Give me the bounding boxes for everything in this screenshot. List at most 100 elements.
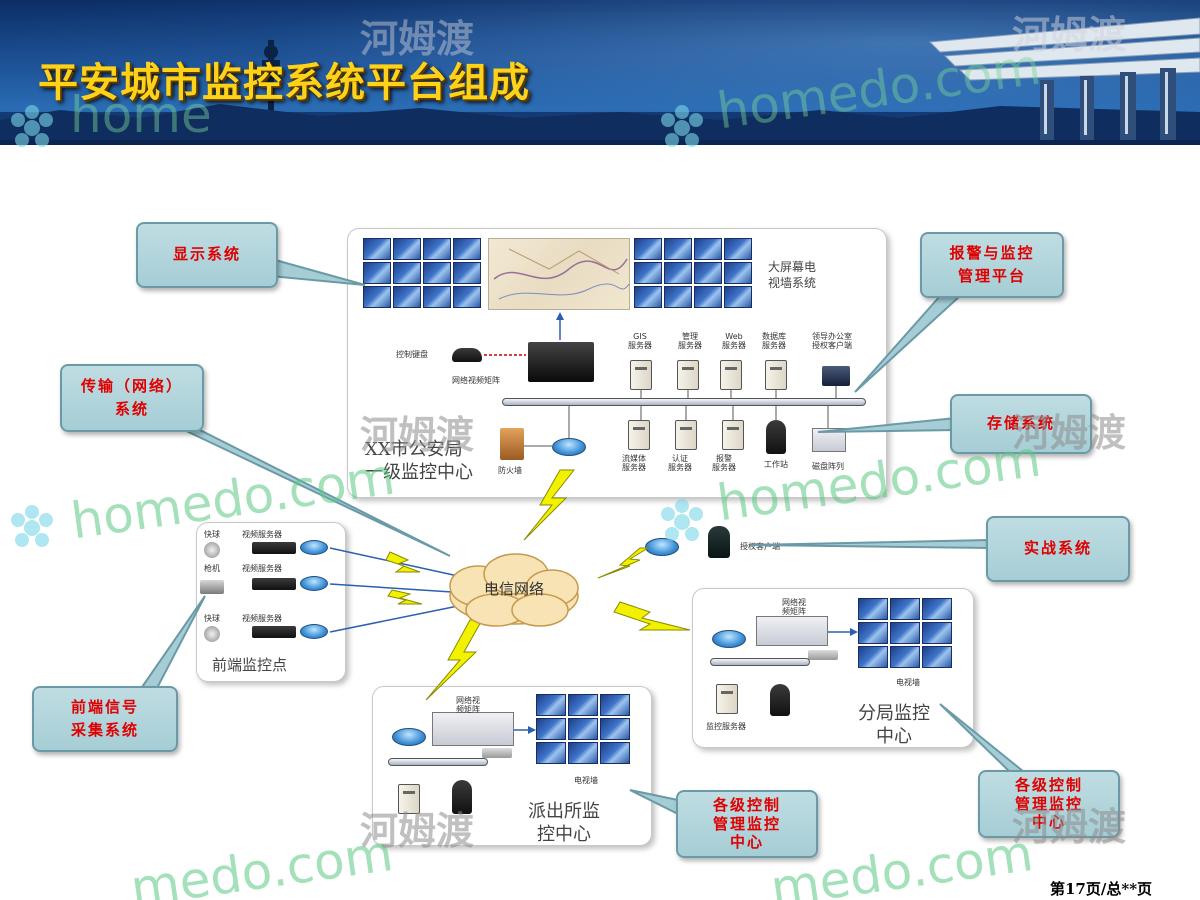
client-pc-icon	[822, 366, 850, 386]
firewall-label: 防火墙	[498, 466, 522, 475]
callout-transport-text: 传输（网络） 系统	[80, 376, 183, 418]
combat-client-label: 授权客户端	[740, 542, 780, 551]
media-server-label: 流媒体 服务器	[622, 454, 646, 473]
station-network-bus	[388, 758, 488, 766]
keyboard-label: 控制键盘	[396, 350, 428, 359]
branch-server-icon	[716, 684, 738, 714]
station-matrix-label: 网络视 频矩阵	[456, 696, 480, 715]
callout-combat-text: 实战系统	[1023, 539, 1092, 558]
callout-frontend-collection: 前端信号 采集系统	[32, 686, 178, 752]
flower-icon	[11, 105, 53, 147]
video-server-icon-3	[252, 626, 296, 638]
frontend-router-icon-3	[300, 624, 328, 639]
callout-control-a-text: 各级控制 管理监控 中心	[712, 795, 781, 852]
client-label-leader: 领导办公室 授权客户端	[812, 332, 852, 351]
station-center-name: 派出所监 控中心	[528, 801, 600, 846]
telecom-cloud	[449, 553, 579, 627]
alarm-server-label: 报警 服务器	[712, 454, 736, 473]
frontend-point-name: 前端监控点	[212, 656, 288, 674]
lightning-bolt-combat	[597, 547, 650, 579]
callout-display-system: 显示系统	[136, 222, 278, 288]
station-tv-wall-label: 电视墙	[574, 776, 598, 785]
lightning-bolt-station	[425, 619, 483, 701]
branch-keyboard-icon	[808, 650, 838, 660]
banner-bottom-bar	[0, 140, 1200, 145]
frontend-router-icon-2	[300, 576, 328, 591]
skyline-illustration	[0, 17, 1200, 145]
gis-server-icon	[630, 360, 652, 390]
callout-transport-system: 传输（网络） 系统	[60, 364, 204, 432]
station-router-icon	[392, 728, 426, 746]
central-router-icon	[552, 438, 586, 456]
video-server-icon-1	[252, 542, 296, 554]
combat-router-icon	[645, 538, 679, 556]
frontend-server-3: 视频服务器	[242, 614, 282, 623]
media-server-icon	[628, 420, 650, 450]
branch-tv-wall	[858, 598, 952, 668]
page-number: 第17页/总**页	[1050, 880, 1153, 898]
callout-control-b-text: 各级控制 管理监控 中心	[1014, 775, 1083, 832]
station-matrix-icon	[432, 712, 514, 746]
callout-alarm-text: 报警与监控 管理平台	[949, 243, 1035, 285]
central-network-bus	[502, 398, 866, 406]
lightning-bolt-frontend-1	[385, 551, 421, 573]
frontend-camera-3: 快球	[204, 614, 220, 623]
station-operator-icon	[452, 780, 472, 814]
frontend-camera-1: 快球	[204, 530, 220, 539]
box-camera-icon	[200, 580, 224, 594]
branch-matrix-label: 网络视 频矩阵	[782, 598, 806, 617]
lightning-bolt-central	[523, 469, 576, 541]
branch-matrix-icon	[756, 616, 828, 646]
auth-server-icon	[675, 420, 697, 450]
disk-array-label: 磁盘阵列	[812, 462, 844, 471]
callout-combat-system: 实战系统	[986, 516, 1130, 582]
callout-alarm-platform: 报警与监控 管理平台	[920, 232, 1064, 298]
flower-icon	[11, 505, 53, 547]
frontend-router-icon-1	[300, 540, 328, 555]
gis-map-display	[488, 238, 630, 310]
branch-operator-icon	[770, 684, 790, 716]
station-server-icon	[398, 784, 420, 814]
matrix-label: 网络视频矩阵	[452, 376, 500, 385]
map-lines	[493, 248, 630, 300]
server-label-mgmt: 管理 服务器	[678, 332, 702, 351]
workstation-operator-icon	[766, 420, 786, 454]
server-label-db: 数据库 服务器	[762, 332, 786, 351]
combat-operator-icon	[708, 526, 730, 558]
video-wall-right	[634, 238, 752, 308]
frontend-camera-2: 枪机	[204, 564, 220, 573]
firewall-icon	[500, 428, 524, 460]
central-center-name: XX市公安局 一级监控中心	[365, 439, 473, 484]
video-wall-left	[363, 238, 481, 308]
speed-dome-camera-icon-2	[204, 626, 220, 642]
keyboard-icon	[452, 348, 482, 362]
station-tv-wall	[536, 694, 630, 764]
branch-router-icon	[712, 630, 746, 648]
flower-icon	[661, 499, 703, 541]
video-server-icon-2	[252, 578, 296, 590]
branch-network-bus	[710, 658, 810, 666]
callout-storage-text: 存储系统	[986, 414, 1055, 433]
matrix-switch-icon	[528, 342, 594, 382]
callout-storage-system: 存储系统	[950, 394, 1092, 454]
server-label-gis: GIS 服务器	[628, 332, 652, 351]
page-title: 平安城市监控系统平台组成	[38, 60, 530, 106]
workstation-label: 工作站	[764, 460, 788, 469]
header-banner: 平安城市监控系统平台组成	[0, 0, 1200, 145]
web-server-icon	[720, 360, 742, 390]
frontend-server-1: 视频服务器	[242, 530, 282, 539]
telecom-network-label: 电信网络	[483, 580, 544, 598]
branch-tv-wall-label: 电视墙	[896, 678, 920, 687]
speed-dome-camera-icon-1	[204, 542, 220, 558]
lightning-bolt-frontend-2	[387, 589, 423, 605]
lightning-bolt-branch	[613, 601, 691, 631]
branch-center-name: 分局监控 中心	[858, 703, 930, 748]
videowall-label: 大屏幕电 视墙系统	[768, 260, 817, 290]
callout-control-center-a: 各级控制 管理监控 中心	[676, 790, 818, 858]
callout-control-center-b: 各级控制 管理监控 中心	[978, 770, 1120, 838]
callout-display-text: 显示系统	[172, 245, 241, 264]
matrix-arrow-head	[556, 312, 564, 320]
frontend-server-2: 视频服务器	[242, 564, 282, 573]
